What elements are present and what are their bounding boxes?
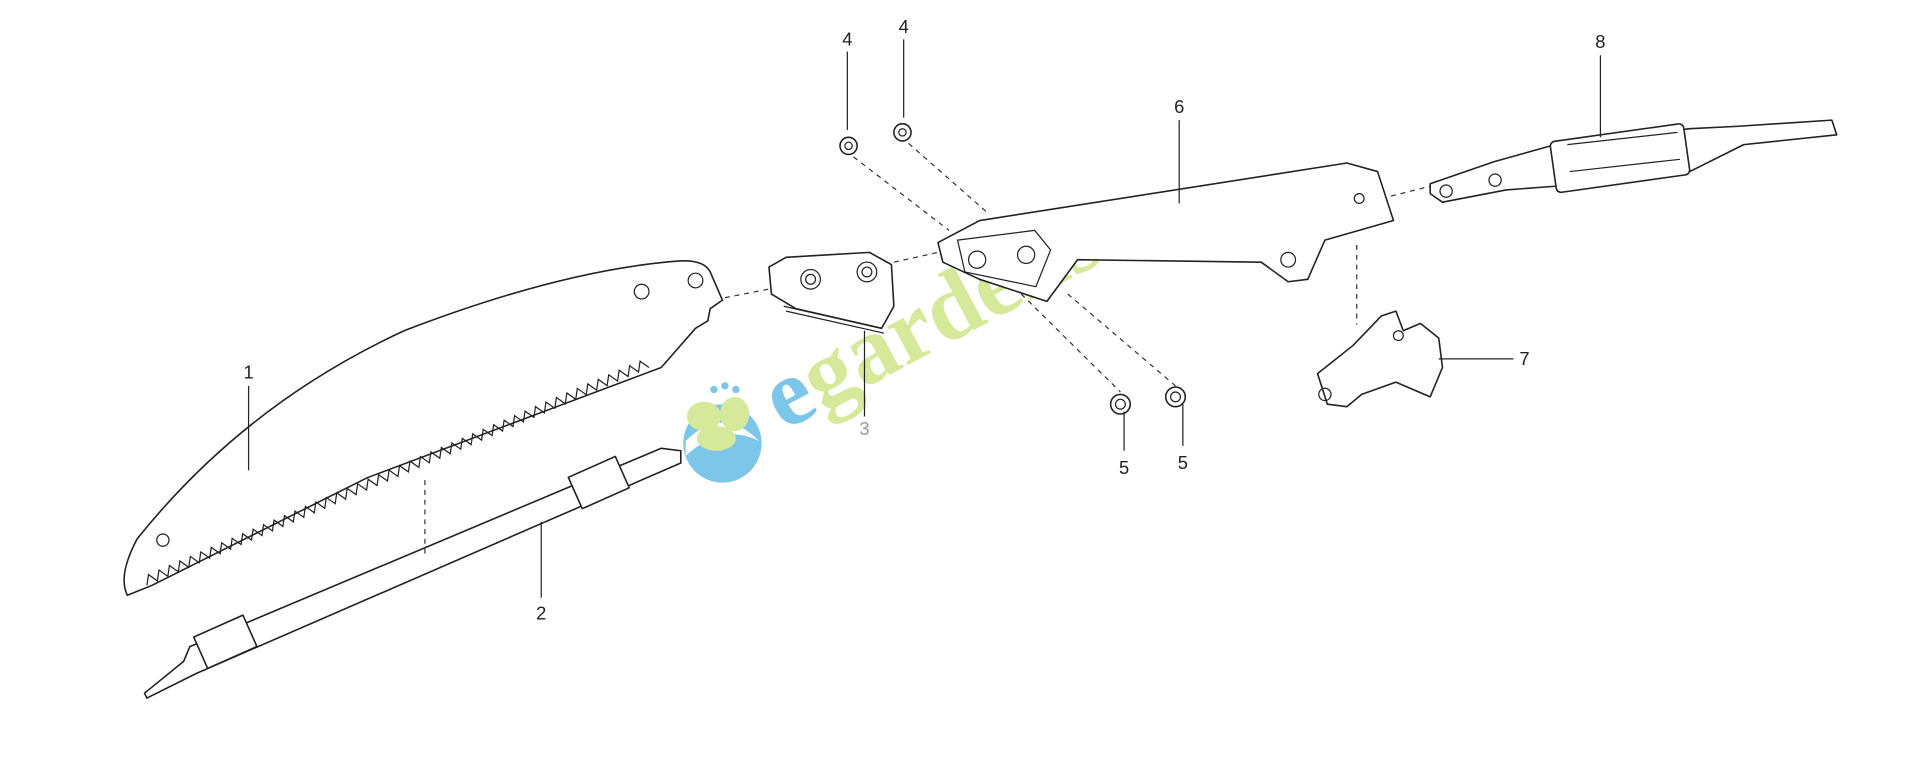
nut-a	[839, 136, 858, 156]
callout-7: 7	[1519, 348, 1529, 369]
callout-1: 1	[243, 362, 253, 383]
blade-holder	[724, 251, 939, 334]
callout-4b: 4	[899, 16, 909, 37]
egardens-logo-icon	[683, 382, 762, 483]
callout-3: 3	[859, 418, 869, 439]
callout-6: 6	[1174, 96, 1184, 117]
callout-5a: 5	[1119, 457, 1129, 478]
washer-b	[1164, 386, 1187, 408]
callout-8: 8	[1595, 31, 1605, 52]
saw-blade	[123, 260, 724, 597]
hook-part	[1316, 310, 1444, 408]
leader-lines	[247, 39, 1602, 598]
callout-4a: 4	[842, 28, 852, 49]
washer-a	[1109, 393, 1132, 415]
saw-teeth	[146, 360, 650, 586]
callout-5b: 5	[1178, 452, 1188, 473]
callout-2: 2	[536, 603, 546, 624]
nut-b	[893, 123, 912, 142]
saw-head	[937, 162, 1431, 393]
pole-rod	[143, 447, 682, 699]
handle-grip	[1429, 119, 1838, 203]
